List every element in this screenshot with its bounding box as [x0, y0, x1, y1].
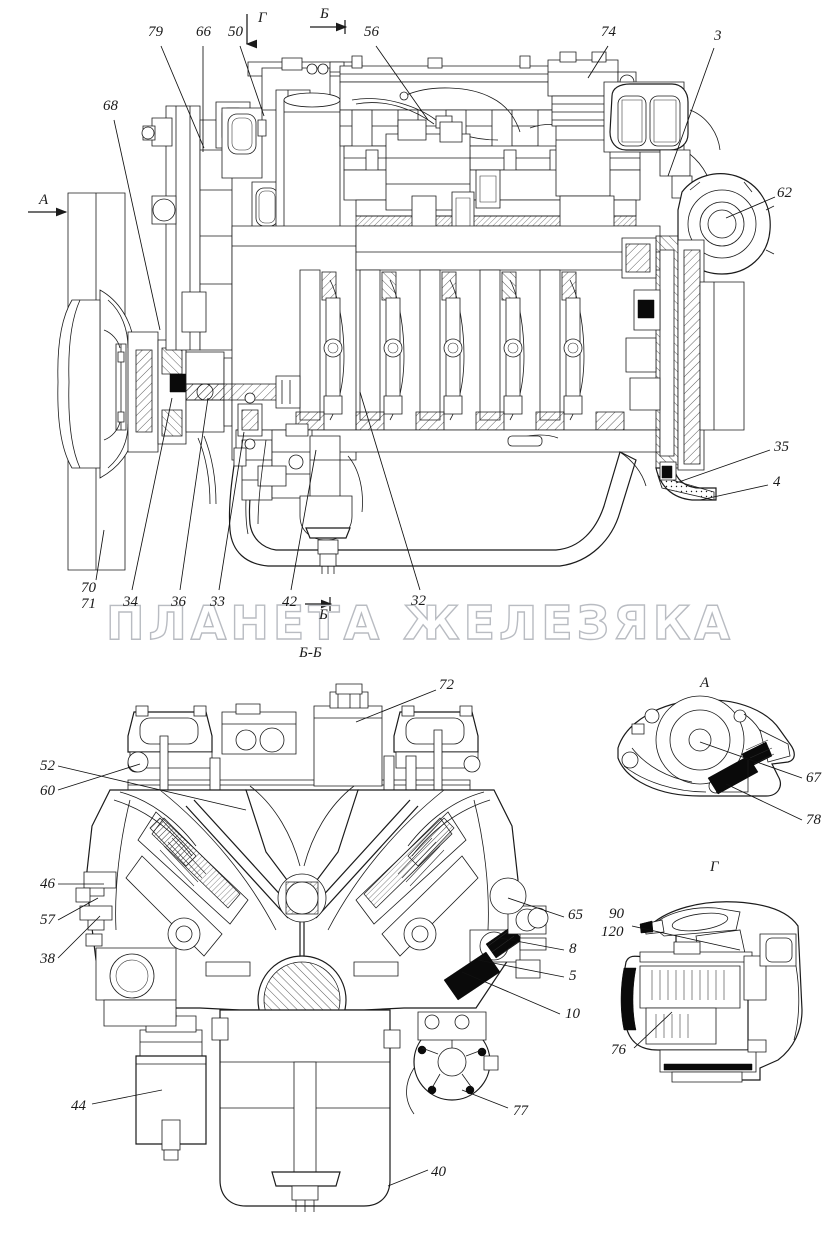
callout-40: 40 — [431, 1164, 446, 1180]
turbocharger-exhaust — [603, 81, 775, 275]
callout-10: 10 — [565, 1006, 580, 1022]
section-marker-label-g-top: Г — [258, 10, 267, 26]
crankshaft — [185, 375, 301, 409]
view-title-detail-a: А — [700, 675, 710, 691]
callout-77: 77 — [513, 1103, 528, 1119]
water-pump-left — [85, 883, 177, 1027]
head-studs — [159, 729, 443, 791]
leader-lines — [57, 45, 803, 1187]
callout-57: 57 — [40, 912, 55, 928]
flywheel-housing — [621, 235, 745, 501]
lower-front-accessories — [233, 392, 353, 574]
callout-4: 4 — [773, 474, 781, 490]
callout-5: 5 — [569, 968, 577, 984]
callout-35: 35 — [774, 439, 789, 455]
callout-38: 38 — [40, 951, 55, 967]
callout-56: 56 — [364, 24, 379, 40]
callout-44: 44 — [71, 1098, 86, 1114]
callout-67: 67 — [806, 770, 821, 786]
callout-34: 34 — [123, 594, 138, 610]
section-marker-b-bottom — [305, 597, 333, 611]
callout-32: 32 — [411, 593, 426, 609]
detail-view-g — [620, 901, 803, 1083]
callout-66: 66 — [196, 24, 211, 40]
callout-71: 71 — [81, 596, 96, 612]
callout-3: 3 — [714, 28, 722, 44]
oil-filter-canister — [283, 92, 341, 245]
callout-68: 68 — [103, 98, 118, 114]
callout-90: 90 — [609, 906, 624, 922]
callout-79: 79 — [148, 24, 163, 40]
callout-50: 50 — [228, 24, 243, 40]
callout-62: 62 — [777, 185, 792, 201]
upper-left-fittings — [75, 751, 149, 921]
callout-120: 120 — [601, 924, 624, 940]
callout-60: 60 — [40, 783, 55, 799]
section-bb-v-engine — [75, 683, 549, 1212]
callout-46: 46 — [40, 876, 55, 892]
wiring-hoses — [115, 789, 489, 931]
detail-view-a — [617, 695, 795, 797]
front-drive-gear — [406, 1011, 499, 1115]
view-title-section-bb: Б-Б — [299, 645, 322, 661]
section-marker-label-b-top: Б — [320, 6, 329, 22]
right-side-bosses — [489, 877, 549, 951]
callout-33: 33 — [210, 594, 225, 610]
oil-filter-left — [135, 1011, 207, 1161]
callout-72: 72 — [439, 677, 454, 693]
injection-pump — [385, 119, 501, 233]
cooling-fan-assembly — [57, 192, 135, 571]
manifold-pipes — [113, 785, 491, 867]
callout-36: 36 — [171, 594, 186, 610]
callout-42: 42 — [282, 594, 297, 610]
section-marker-label-b-bottom: Б — [319, 607, 328, 623]
callout-78: 78 — [806, 812, 821, 828]
view-title-detail-g: Г — [710, 859, 719, 875]
v-block-body — [85, 789, 519, 1045]
callout-8: 8 — [569, 941, 577, 957]
callout-65: 65 — [568, 907, 583, 923]
cylinder-block — [231, 225, 661, 461]
callout-76: 76 — [611, 1042, 626, 1058]
left-valve-cover — [127, 705, 213, 773]
center-top-accessories — [221, 683, 383, 787]
callout-52: 52 — [40, 758, 55, 774]
section-marker-b-top — [310, 20, 348, 34]
callout-70: 70 — [81, 580, 96, 596]
main-engine-longitudinal-section — [57, 51, 775, 574]
section-marker-label-a-left: А — [39, 192, 49, 208]
oil-pan-bb — [211, 1009, 401, 1212]
coolant-hoses — [197, 435, 647, 525]
callout-74: 74 — [601, 24, 616, 40]
